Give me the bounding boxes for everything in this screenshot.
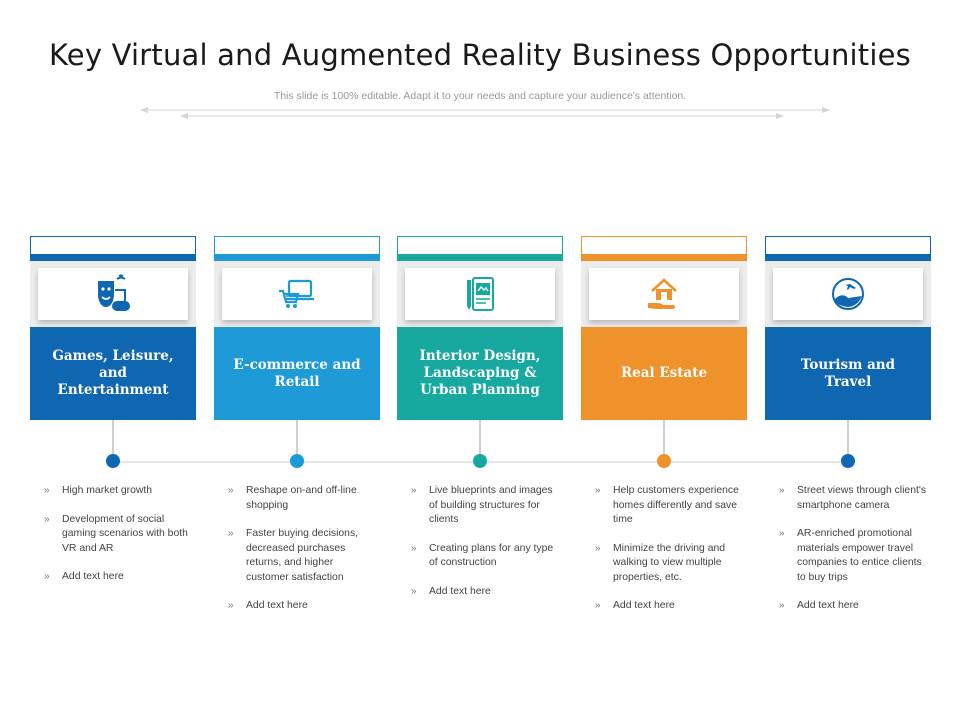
timeline-dot [657,454,671,468]
opportunity-column-tourism: Tourism and Travel »Street views through… [765,236,931,656]
icon-card [222,268,372,320]
timeline-dot [290,454,304,468]
list-item: »Live blueprints and images of building … [411,485,553,525]
list-item: »Add text here [411,585,561,600]
blueprint-tablet-icon [467,277,494,311]
column-heading: Interior Design, Landscaping & Urban Pla… [397,327,563,420]
column-tab [765,236,931,255]
laptop-cart-icon [279,279,314,308]
list-item: »Add text here [595,599,745,614]
bullet-marker: » [595,542,601,554]
list-item: »Development of social gaming scenarios … [44,513,188,554]
bullet-marker: » [228,600,234,611]
timeline-dot [106,454,120,468]
list-item: »Help customers experience homes differe… [595,485,739,525]
list-item: »Add text here [44,570,194,585]
column-tab [581,236,747,255]
bullet-marker: » [411,485,417,496]
bullet-marker: » [44,571,50,582]
bullet-marker: » [411,542,417,554]
slide-title: Key Virtual and Augmented Reality Busine… [49,38,911,72]
bullet-marker: » [44,513,50,525]
bullet-list: »Street views through client's smartphon… [779,484,929,628]
bullet-list: »High market growth »Development of soci… [44,484,194,599]
bullet-marker: » [779,600,785,611]
column-accent-bar [397,254,563,261]
bullet-marker: » [228,528,234,539]
timeline-dot [473,454,487,468]
connector-stem [847,420,849,454]
list-item: »Street views through client's smartphon… [779,485,927,511]
column-heading: Games, Leisure, and Entertainment [30,327,196,420]
bullet-list: »Help customers experience homes differe… [595,484,745,628]
bullet-marker: » [779,485,785,496]
bullet-marker: » [228,485,234,496]
theater-masks-gamepad-icon [98,274,130,311]
travel-globe-plane-icon [832,278,864,310]
column-heading: E-commerce and Retail [214,327,380,420]
connector-stem [112,420,114,454]
column-tab [397,236,563,255]
list-item: »Minimize the driving and walking to vie… [595,542,726,583]
column-accent-bar [30,254,196,261]
connector-stem [296,420,298,454]
list-item: »High market growth [44,484,194,499]
column-accent-bar [765,254,931,261]
list-item: »AR-enriched promotional materials empow… [779,528,922,583]
column-heading: Tourism and Travel [765,327,931,420]
list-item: »Creating plans for any type of construc… [411,542,554,569]
column-tab [214,236,380,255]
bullet-marker: » [411,585,417,597]
bullet-marker: » [595,600,601,611]
bullet-marker: » [595,485,601,496]
opportunity-column-real-estate: Real Estate »Help customers experience h… [581,236,747,656]
connector-stem [479,420,481,454]
column-heading: Real Estate [581,327,747,420]
column-accent-bar [581,254,747,261]
list-item: »Add text here [228,599,378,614]
slide-subtitle: This slide is 100% editable. Adapt it to… [273,90,687,102]
column-tab [30,236,196,255]
bullet-list: »Live blueprints and images of building … [411,484,561,613]
icon-card [405,268,555,320]
house-in-hand-icon [648,278,677,309]
list-item: »Reshape on-and off-line shopping [228,485,357,511]
bullet-marker: » [779,528,785,539]
opportunity-column-ecommerce: E-commerce and Retail »Reshape on-and of… [214,236,380,656]
decorative-double-arrow [140,107,830,119]
bullet-list: »Reshape on-and off-line shopping »Faste… [228,484,378,628]
list-item: »Faster buying decisions, decreased purc… [228,528,359,583]
list-item: »Add text here [779,599,929,614]
timeline-dot [841,454,855,468]
icon-card [589,268,739,320]
icon-card [38,268,188,320]
opportunity-column-games: Games, Leisure, and Entertainment »High … [30,236,196,656]
bullet-marker: » [44,485,50,496]
column-accent-bar [214,254,380,261]
icon-card [773,268,923,320]
connector-stem [663,420,665,454]
opportunity-column-interior-design: Interior Design, Landscaping & Urban Pla… [397,236,563,656]
